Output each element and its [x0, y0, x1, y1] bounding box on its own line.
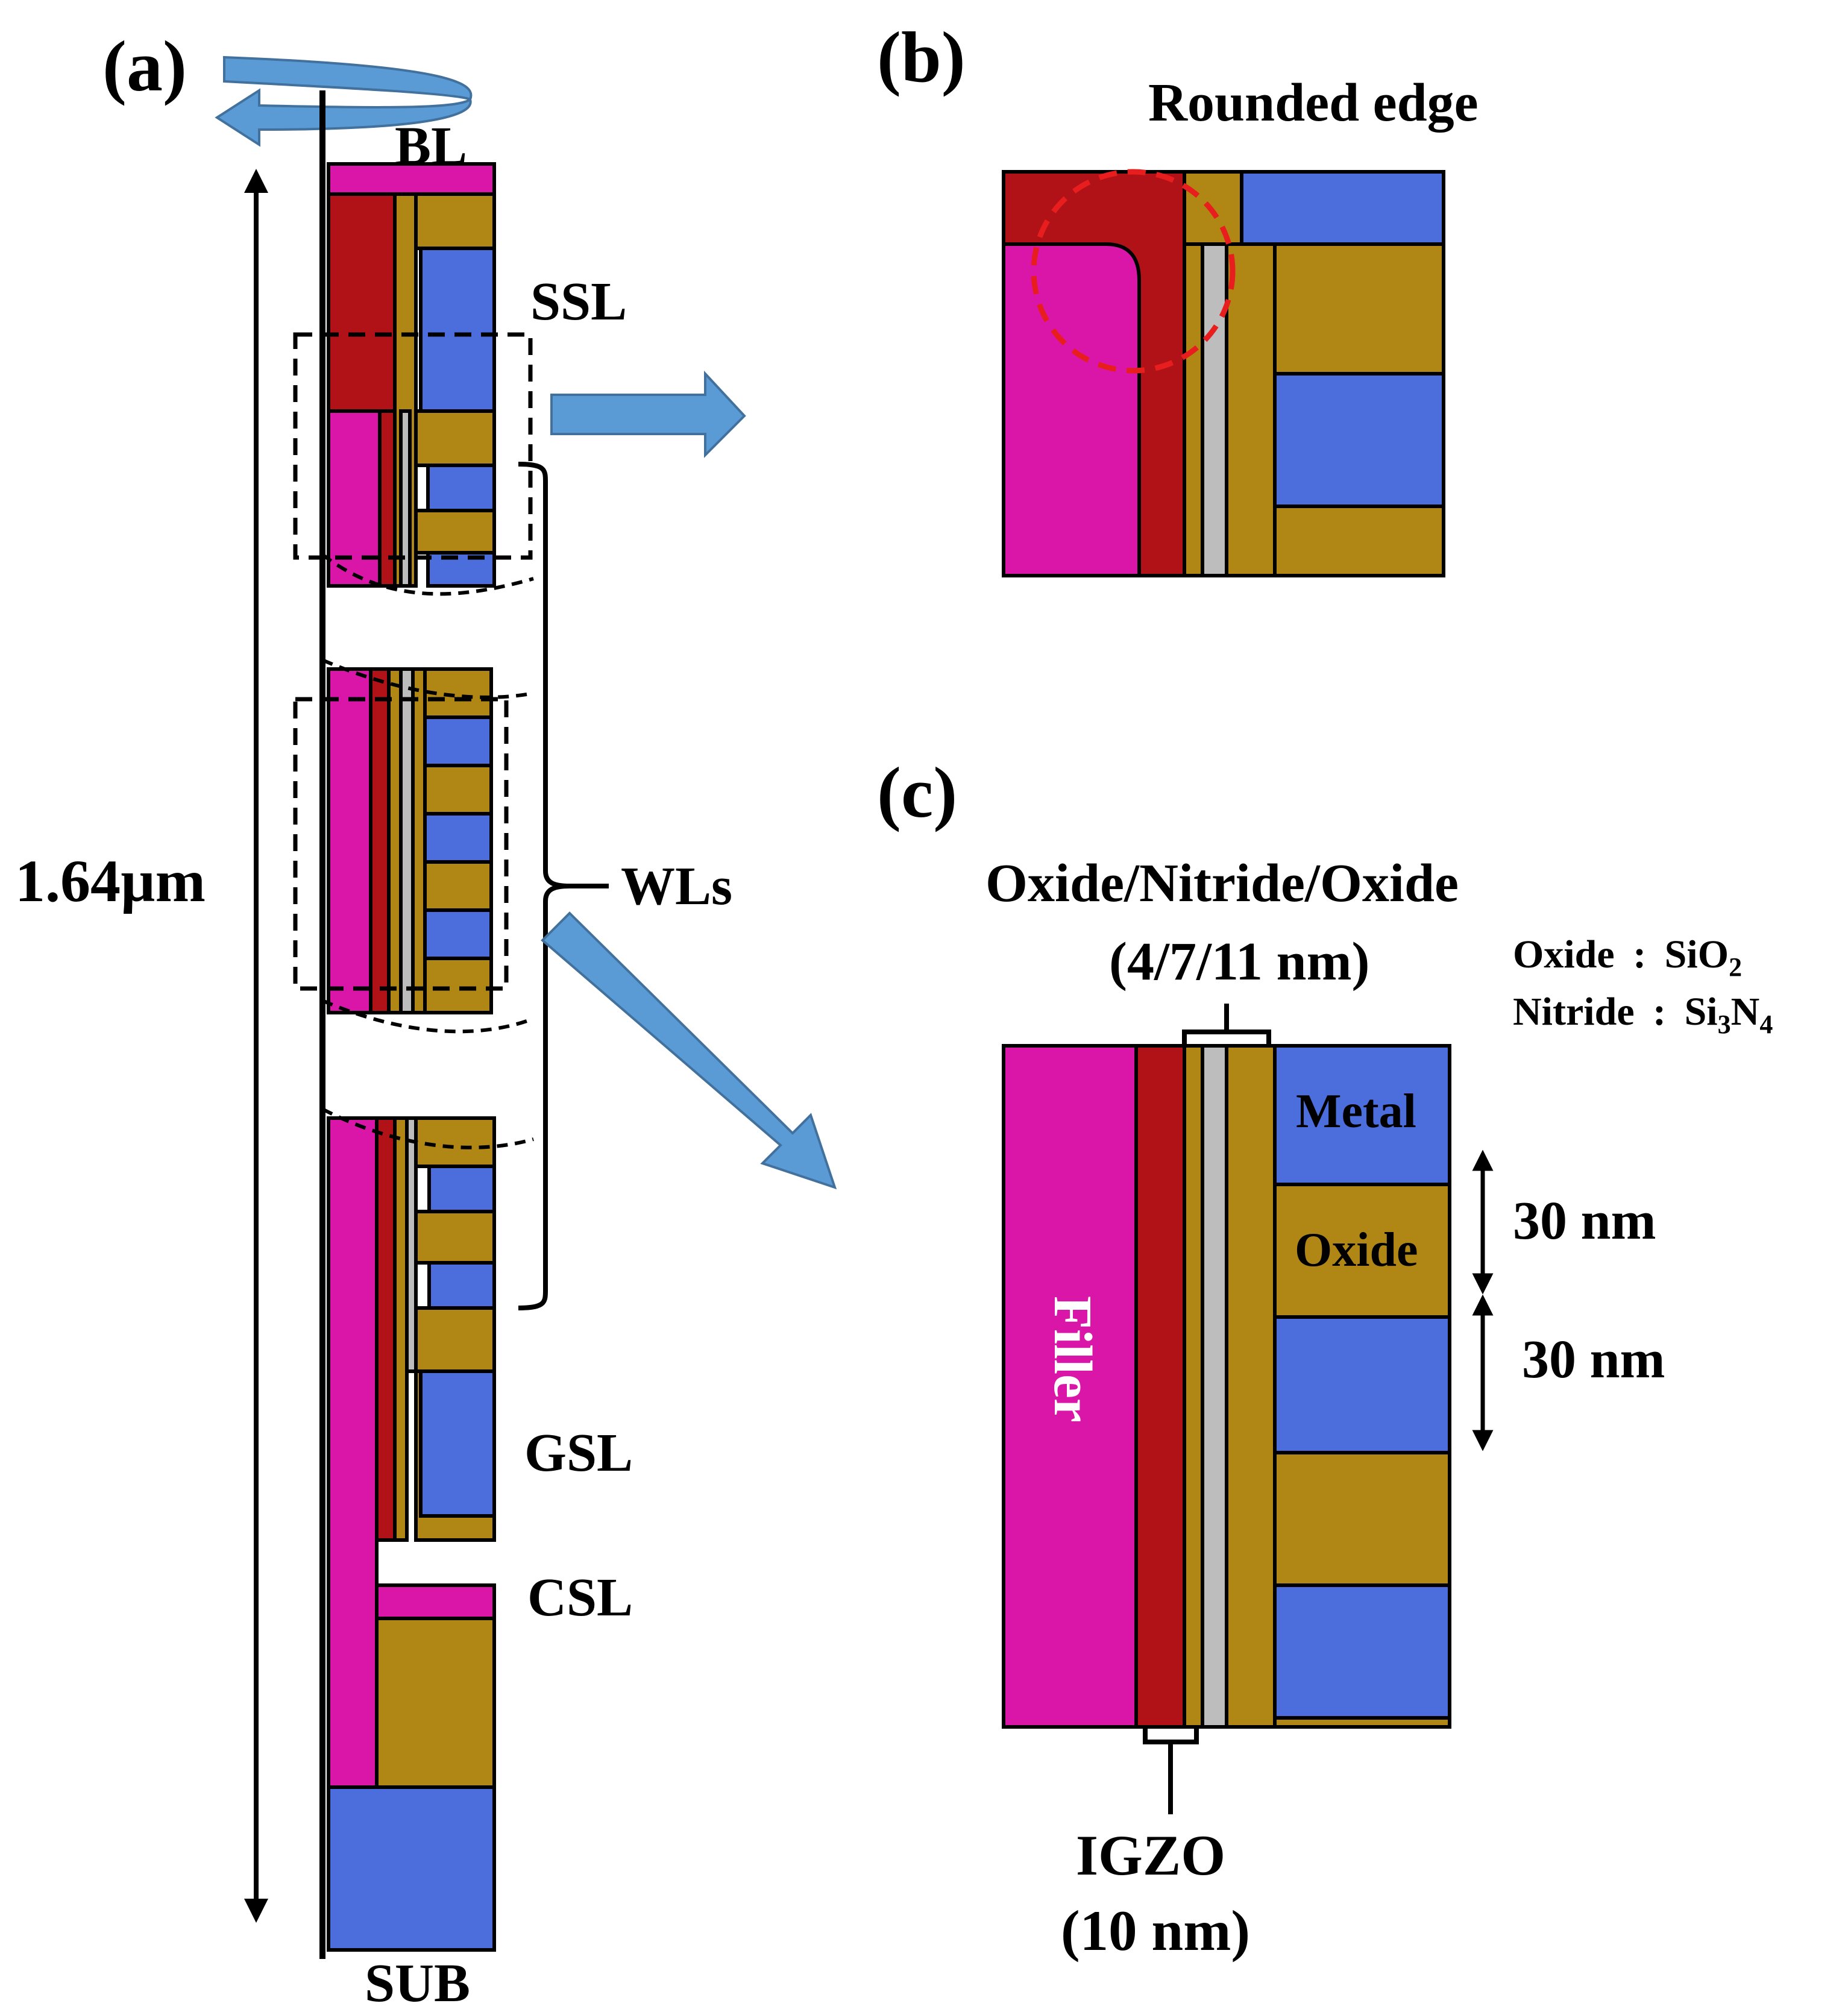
stack-bottom-segment: [327, 1116, 496, 1952]
filler-label: Filler: [1043, 1296, 1102, 1423]
arrow-to-b-icon: [550, 370, 746, 458]
igzo-label: IGZO: [1076, 1823, 1225, 1887]
arrow-to-c-icon: [541, 911, 837, 1190]
ono-title: Oxide/Nitride/Oxide: [985, 854, 1459, 913]
stack-top-segment: [327, 162, 496, 588]
panel-a: (a) 1.64µm: [15, 26, 837, 2012]
ono-bracket: [1182, 1004, 1271, 1046]
height-label: 1.64µm: [15, 847, 206, 914]
break-bottom-upper: [321, 1107, 534, 1149]
rounded-edge-highlight: [1031, 169, 1236, 374]
rounded-edge-label: Rounded edge: [1148, 73, 1479, 133]
panel-c-label: (c): [877, 752, 957, 832]
igzo-thickness: (10 nm): [1061, 1899, 1250, 1963]
csl-label: CSL: [527, 1568, 633, 1627]
zoom-c-cross-section: [1002, 1044, 1451, 1729]
metal-label: Metal: [1296, 1085, 1416, 1138]
panel-b: (b) Rounded edge: [877, 17, 1479, 577]
bl-label: BL: [395, 116, 467, 176]
zoom-b-cross-section: [1002, 170, 1445, 577]
rotation-arrow-icon: [215, 55, 473, 147]
wls-label: WLs: [621, 857, 732, 916]
break-top-lower: [321, 553, 534, 596]
igzo-bracket: [1143, 1727, 1199, 1814]
zoom-box-c: [293, 697, 509, 991]
sub-label: SUB: [365, 1954, 470, 2012]
dim-label-1: 30 nm: [1513, 1191, 1656, 1251]
ono-thickness: (4/7/11 nm): [1109, 932, 1370, 992]
panel-a-label: (a): [102, 26, 187, 106]
break-middle-lower: [321, 999, 535, 1034]
nitride-legend: Nitride : Si3N4: [1513, 990, 1773, 1039]
wls-bracket: [518, 462, 570, 1310]
zoom-box-b: [293, 332, 533, 560]
dim-label-2: 30 nm: [1522, 1330, 1665, 1389]
oxide-legend: Oxide : SiO2: [1513, 932, 1742, 982]
panel-b-label: (b): [877, 17, 966, 97]
panel-c: (c) Oxide/Nitride/Oxide (4/7/11 nm) Oxid…: [877, 752, 1773, 1963]
stack-middle-segment: [327, 667, 493, 1014]
gsl-label: GSL: [524, 1423, 633, 1483]
ssl-label: SSL: [530, 272, 627, 332]
oxide-label: Oxide: [1295, 1224, 1418, 1277]
break-middle-upper: [321, 658, 534, 699]
